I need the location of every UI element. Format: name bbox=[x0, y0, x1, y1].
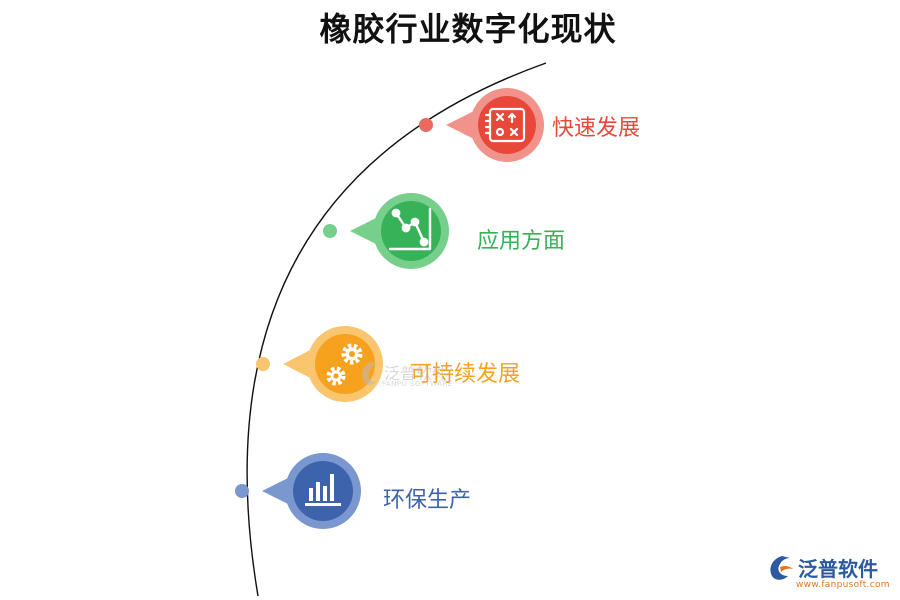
gears-icon bbox=[326, 343, 363, 386]
line-chart-icon bbox=[388, 207, 432, 251]
item-label-4: 环保生产 bbox=[383, 488, 472, 513]
brand-url: www.fanpusoft.com bbox=[796, 580, 890, 590]
watermark: 泛普软件 FANPU SOFTWARE bbox=[358, 360, 452, 392]
item-node-4 bbox=[235, 453, 361, 529]
brand-logo: 泛普软件 www.fanpusoft.com bbox=[766, 553, 896, 597]
item-label-1: 快速发展 bbox=[552, 116, 641, 141]
timeline-dot bbox=[235, 484, 249, 498]
watermark-name: 泛普软件 bbox=[384, 364, 449, 383]
item-node-2 bbox=[323, 193, 449, 269]
pin-core bbox=[478, 96, 536, 154]
fanpu-logo-icon bbox=[362, 362, 378, 385]
item-node-1 bbox=[419, 88, 544, 162]
bar-chart-icon bbox=[305, 474, 341, 506]
page-title: 橡胶行业数字化现状 bbox=[319, 10, 617, 48]
pin-core bbox=[381, 201, 441, 261]
tasks-board-icon bbox=[484, 107, 526, 143]
timeline-arc bbox=[246, 62, 547, 597]
item-label-3: 可持续发展 bbox=[410, 362, 521, 387]
brand-name: 泛普软件 bbox=[798, 557, 878, 581]
timeline-dot bbox=[256, 357, 270, 371]
timeline-dot bbox=[323, 224, 337, 238]
fanpu-logo-icon bbox=[770, 556, 793, 580]
watermark-sub: FANPU SOFTWARE bbox=[382, 380, 453, 388]
item-label-2: 应用方面 bbox=[477, 229, 566, 254]
item-node-3 bbox=[256, 326, 383, 402]
timeline-dot bbox=[419, 118, 433, 132]
